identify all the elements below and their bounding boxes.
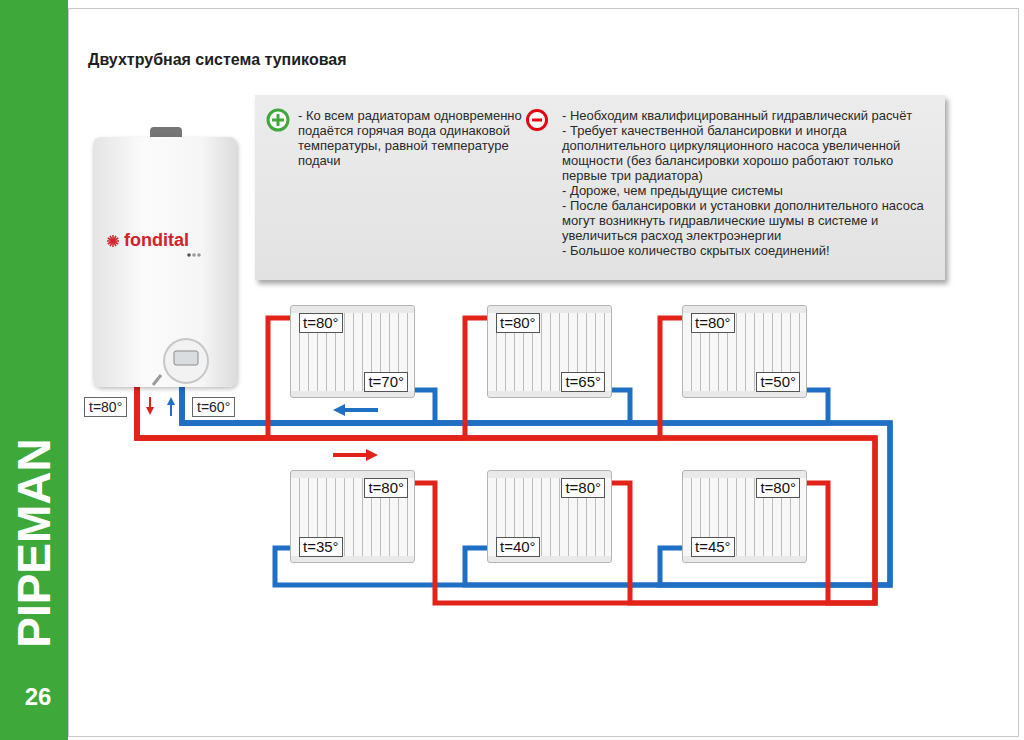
flow-arrow-line [149, 397, 151, 408]
temperature-label: t=50° [756, 372, 800, 392]
supply-pipe [137, 387, 875, 603]
flow-arrow-head [167, 397, 175, 405]
logo-flake [107, 235, 119, 247]
radiator: t=80° t=50° [682, 305, 807, 398]
temperature-label: t=45° [691, 537, 735, 557]
drawback-text: - Необходим квалифицированный гидравличе… [562, 108, 938, 123]
temperature-label: t=80° [756, 478, 800, 498]
temperature-label: t=80° [496, 313, 540, 333]
logo-flake-ray [108, 238, 118, 244]
minus-icon-inner [529, 112, 545, 128]
drawback-text: - После балансировки и установки дополни… [562, 198, 938, 243]
minus-icon-sign [532, 119, 542, 122]
logo-dot [197, 253, 201, 257]
temperature-label: t=80° [561, 478, 605, 498]
temperature-label: t=60° [197, 399, 230, 415]
side-bar [0, 0, 68, 740]
flow-arrow-line [333, 453, 368, 457]
plus-icon-sign [272, 114, 284, 126]
supply-pipe [137, 387, 875, 603]
cons-column: - Необходим квалифицированный гидравличе… [562, 108, 938, 258]
flow-arrow-head [333, 404, 345, 416]
logo-dot [187, 253, 191, 257]
plus-icon-ring [268, 110, 288, 130]
temperature-label: t=80° [691, 313, 735, 333]
boiler-details [93, 137, 237, 387]
drawback-text: - Большое количество скрытых соединений! [562, 243, 938, 258]
brand-logo: fondital [124, 230, 189, 251]
temperature-label: t=80° [364, 478, 408, 498]
page-number: 26 [25, 685, 52, 709]
page-title: Двухтрубная система тупиковая [88, 51, 347, 69]
supply-pipe [137, 387, 875, 603]
comparison-panel: - Ко всем радиаторам одновременно подаёт… [255, 95, 945, 280]
temperature-label: t=80° [299, 313, 343, 333]
minus-icon [526, 109, 548, 131]
drawback-text: - Дороже, чем предыдущие системы [562, 183, 938, 198]
temperature-tag: t=80° [84, 397, 127, 417]
return-pipe [182, 387, 890, 585]
brand-label: PIPEMAN [11, 438, 57, 648]
flow-arrow-line [170, 404, 172, 416]
temperature-label: t=80° [89, 399, 122, 415]
minus-icon-disc [526, 109, 548, 131]
control-lever [153, 375, 161, 385]
radiator: t=80° t=40° [487, 470, 612, 563]
page-frame [69, 9, 1019, 737]
temperature-label: t=65° [561, 372, 605, 392]
plus-icon [268, 110, 288, 130]
control-display [174, 351, 198, 365]
temperature-label: t=70° [364, 372, 408, 392]
temperature-tag: t=60° [192, 397, 235, 417]
pros-column: - Ко всем радиаторам одновременно подаёт… [298, 108, 523, 168]
boiler: fondital [93, 137, 237, 387]
drawback-text: - Требует качественной балансировки и ин… [562, 123, 938, 183]
radiator: t=80° t=45° [682, 470, 807, 563]
return-pipe [182, 387, 890, 585]
radiator: t=80° t=35° [290, 470, 415, 563]
temperature-label: t=35° [299, 537, 343, 557]
temperature-label: t=40° [496, 537, 540, 557]
flow-arrow-line [343, 408, 378, 412]
flow-arrow-head [146, 407, 154, 415]
radiator: t=80° t=70° [290, 305, 415, 398]
control-ring [164, 339, 208, 383]
logo-dot [192, 253, 196, 257]
advantage-text: - Ко всем радиаторам одновременно подаёт… [298, 108, 523, 168]
return-pipe [182, 387, 890, 585]
radiator: t=80° t=65° [487, 305, 612, 398]
flow-arrow-head [366, 449, 378, 461]
